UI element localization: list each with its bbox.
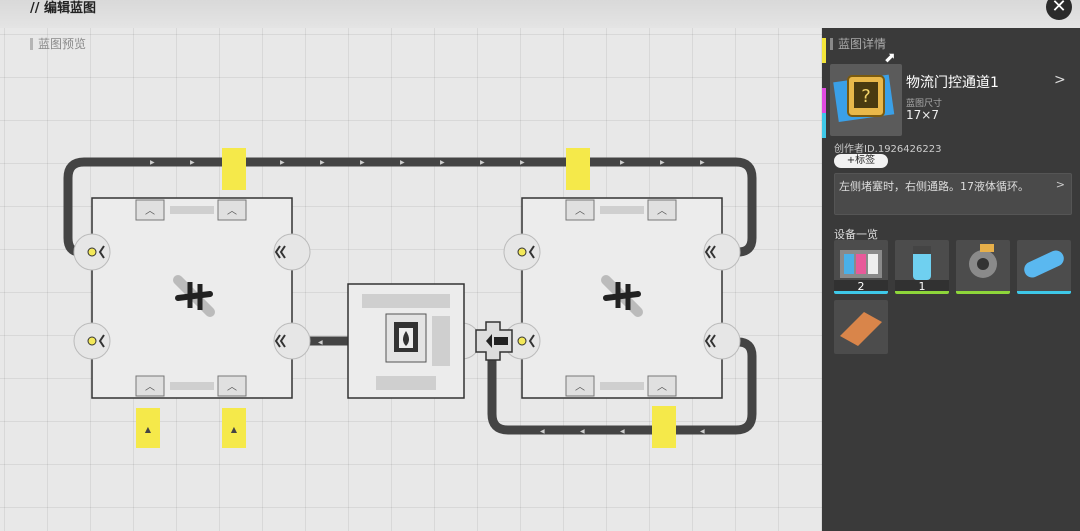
blueprint-details-panel: 蓝图详情 ? ⬈ 物流门控通道1 > 蓝图尺寸 17×7 创作者ID.19264… <box>822 28 1080 531</box>
page-title: // 编辑蓝图 <box>30 1 97 16</box>
blueprint-preview-canvas[interactable]: 蓝图预览 ▲ ▲ ▶ ▶ ▶ ▶ ▶ ▶ ▶ ▶ ▶ ▶ ▶ ▶ ◀ ◀ ◀ ◀ ◀ <box>0 28 822 531</box>
top-bar: // 编辑蓝图 ✕ <box>0 0 1080 28</box>
svg-text:▲: ▲ <box>145 425 152 434</box>
port-bottom-left-1 <box>136 408 160 448</box>
equipment-item[interactable] <box>1017 240 1071 294</box>
svg-text:︿: ︿ <box>575 382 585 393</box>
belt-top-loop <box>63 157 757 257</box>
blueprint-box-icon: ? <box>833 74 895 123</box>
junction-icon <box>969 244 997 278</box>
equipment-item[interactable]: 2 <box>834 240 888 294</box>
color-strip <box>822 38 826 138</box>
svg-text:︿: ︿ <box>145 206 155 217</box>
port-top-left <box>222 148 246 190</box>
svg-text:▲: ▲ <box>231 425 238 434</box>
svg-text:▶: ▶ <box>700 159 705 166</box>
svg-text:▶: ▶ <box>440 159 445 166</box>
close-icon[interactable]: ✕ <box>1046 0 1072 20</box>
junction-node <box>475 321 513 361</box>
svg-text:◀: ◀ <box>580 428 585 435</box>
port-bottom-left-2 <box>222 408 246 448</box>
svg-text:◀: ◀ <box>700 428 705 435</box>
svg-text:▶: ▶ <box>360 159 365 166</box>
blueprint-thumbnail: ? <box>830 64 902 136</box>
export-icon[interactable]: ⬈ <box>884 50 896 66</box>
description-box[interactable]: 左侧堵塞时，右侧通路。17液体循环。 > <box>834 173 1072 215</box>
sorter-machine-icon <box>840 250 882 278</box>
svg-text:▶: ▶ <box>280 159 285 166</box>
svg-text:▶: ▶ <box>520 159 525 166</box>
svg-text:▶: ▶ <box>620 159 625 166</box>
liquid-tank-icon <box>913 246 931 280</box>
add-tag-button[interactable]: +标签 <box>834 154 888 168</box>
floor-tile-icon <box>840 312 882 346</box>
svg-text:▶: ▶ <box>190 159 195 166</box>
blueprint-size-label: 蓝图尺寸 <box>906 99 943 109</box>
svg-text:︿: ︿ <box>227 382 237 393</box>
svg-text:▶: ▶ <box>320 159 325 166</box>
machine-left-logo <box>173 275 215 317</box>
author-id: 创作者ID.1926426223 <box>834 144 942 155</box>
svg-text:▶: ▶ <box>150 159 155 166</box>
equipment-count: 1 <box>895 280 949 294</box>
port-bottom-right <box>652 406 676 448</box>
machine-right-logo <box>601 275 643 317</box>
pipe-segment-icon <box>1024 250 1064 278</box>
port-top-right <box>566 148 590 190</box>
svg-text:?: ? <box>861 86 871 107</box>
svg-text:◀: ◀ <box>540 428 545 435</box>
description-text: 左侧堵塞时，右侧通路。17液体循环。 <box>839 180 1029 193</box>
svg-text:◀: ◀ <box>318 339 323 346</box>
equipment-item[interactable]: 1 <box>895 240 949 294</box>
equipment-count: 2 <box>834 280 888 294</box>
blueprint-size: 17×7 <box>906 108 939 122</box>
details-label: 蓝图详情 <box>830 38 886 50</box>
svg-text:▶: ▶ <box>480 159 485 166</box>
preview-label: 蓝图预览 <box>30 38 86 50</box>
chevron-right-icon[interactable]: > <box>1054 72 1066 88</box>
blueprint-name: 物流门控通道1 <box>906 75 999 91</box>
svg-text:︿: ︿ <box>657 206 667 217</box>
equipment-list-title: 设备一览 <box>834 228 878 241</box>
equipment-item[interactable] <box>956 240 1010 294</box>
svg-text:︿: ︿ <box>227 206 237 217</box>
chevron-right-icon[interactable]: > <box>1055 178 1065 191</box>
svg-text:▶: ▶ <box>660 159 665 166</box>
blueprint-drawing: ▲ ▲ ▶ ▶ ▶ ▶ ▶ ▶ ▶ ▶ ▶ ▶ ▶ ▶ ◀ ◀ ◀ ◀ ◀ ︿ ︿ ︿ ︿ <box>63 148 757 448</box>
svg-text:︿: ︿ <box>657 382 667 393</box>
svg-text:︿: ︿ <box>575 206 585 217</box>
svg-text:︿: ︿ <box>145 382 155 393</box>
equipment-item[interactable] <box>834 300 888 354</box>
belt-bottom-loop <box>487 337 757 435</box>
svg-text:▶: ▶ <box>400 159 405 166</box>
svg-text:◀: ◀ <box>620 428 625 435</box>
